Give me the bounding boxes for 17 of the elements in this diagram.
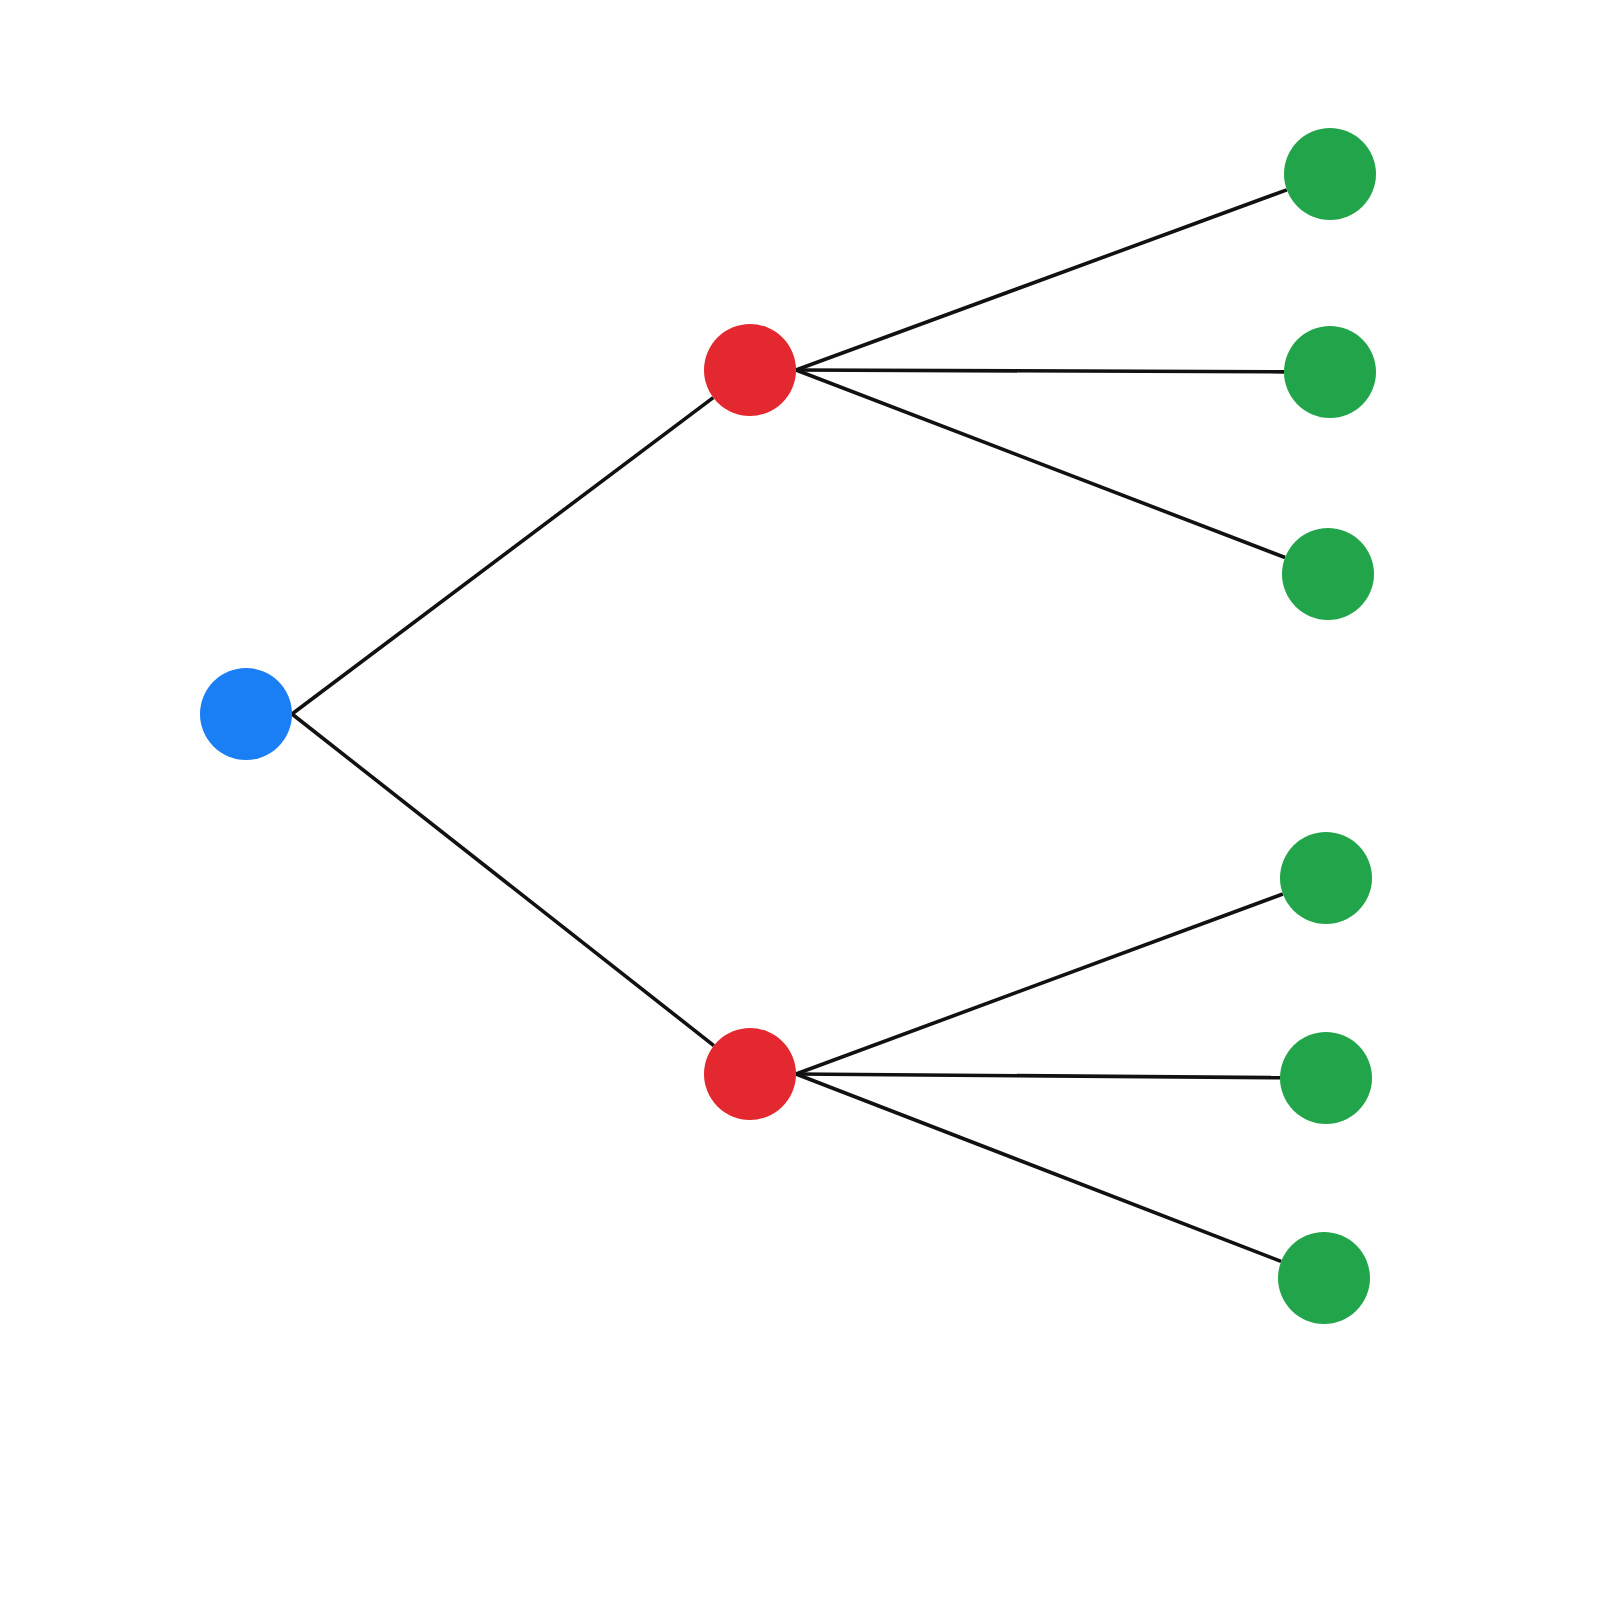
leaf-circle <box>1280 1032 1372 1124</box>
branch-circle <box>704 324 796 416</box>
leaf-circle <box>1284 128 1376 220</box>
leaf-circle <box>1278 1232 1370 1324</box>
branch-circle <box>704 1028 796 1120</box>
connector-line <box>290 712 715 1047</box>
connector-line <box>795 188 1288 372</box>
connector-line <box>796 368 1284 374</box>
connector-line <box>795 368 1286 560</box>
connector-line <box>795 1072 1282 1264</box>
connector-line <box>795 892 1284 1076</box>
root-circle <box>200 668 292 760</box>
leaf-circle <box>1282 528 1374 620</box>
connector-line <box>290 396 715 716</box>
connector-line <box>796 1072 1280 1080</box>
leaf-circle <box>1284 326 1376 418</box>
leaf-circle <box>1280 832 1372 924</box>
